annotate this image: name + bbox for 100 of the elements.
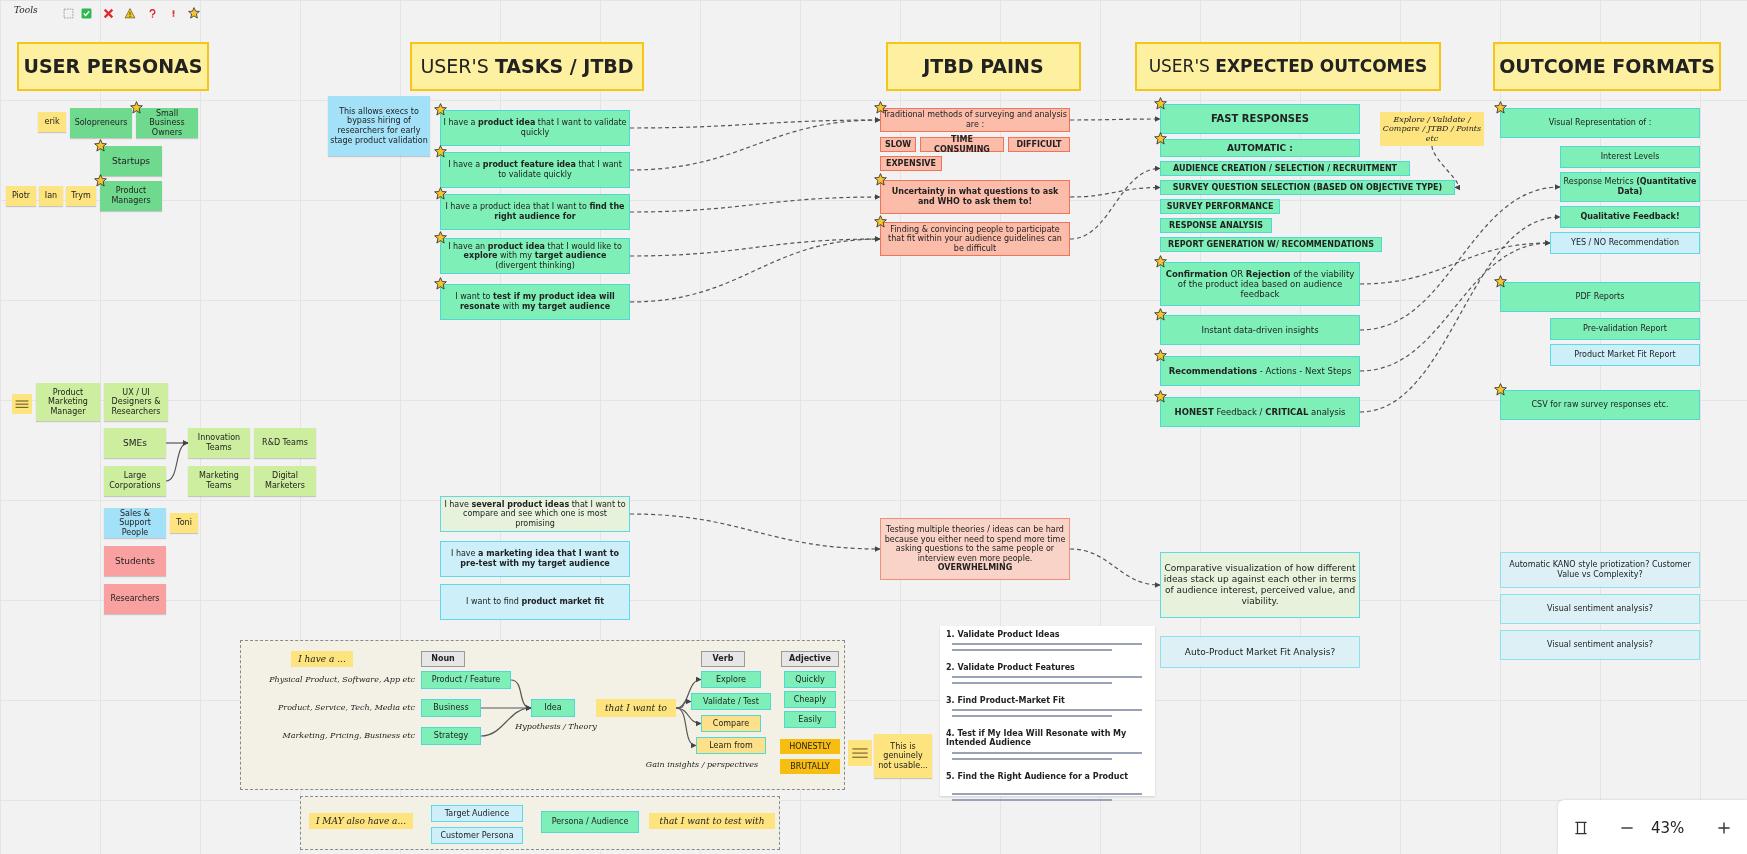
arrow	[1359, 215, 1561, 413]
arrow	[1069, 184, 1161, 198]
zoom-level: 43%	[1651, 819, 1685, 837]
card: Persona / Audience	[541, 811, 639, 833]
card: Product / Feature	[421, 671, 511, 689]
card: I want to test if my product idea will resonate with my target audience	[440, 284, 630, 320]
card: I have a product feature idea that I want to validate quickly	[440, 152, 630, 188]
card: Customer Persona	[431, 827, 523, 844]
card: Confirmation OR Rejection of the viability of the product idea based on audience feedback	[1160, 262, 1360, 306]
tag-chip: TIME CONSUMING	[920, 137, 1004, 152]
card: Traditional methods of surveying and analysis are :	[880, 108, 1070, 132]
document-heading: 4. Test if My Idea Will Resonate with My Intended Audience	[946, 729, 1128, 747]
card: I have an product idea that I would like to explore with my target audience (divergent thinking)	[440, 238, 630, 274]
sticky-note: Piotr	[6, 186, 36, 206]
sticky-note: This is genuinely not usable...	[874, 734, 932, 778]
heading-box: JTBD PAINS	[886, 42, 1081, 91]
card: SURVEY PERFORMANCE	[1160, 199, 1280, 214]
card: Learn from	[696, 737, 766, 754]
card: Quickly	[784, 671, 836, 688]
card: Response Metrics (Quantitative Data)	[1560, 172, 1700, 202]
sticky-note: Product Managers	[100, 181, 162, 211]
handwritten-note: I have a ...	[291, 651, 353, 667]
card: Compare	[701, 715, 761, 732]
card: Explore	[701, 671, 761, 688]
heading-box: USER'S EXPECTED OUTCOMES	[1135, 42, 1441, 91]
annotation-text: Gain insights / perspectives	[637, 759, 767, 771]
tag-chip: EXPENSIVE	[880, 156, 942, 171]
tag-chip: HONESTLY	[780, 739, 840, 754]
card: Uncertainty in what questions to ask and WHO to ask them to!	[880, 180, 1070, 214]
sticky-note: This allows execs to bypass hiring of researchers for early stage product validation	[328, 96, 430, 156]
arrow	[165, 441, 189, 482]
card: Validate / Test	[691, 693, 771, 710]
arrow	[675, 698, 692, 709]
arrow	[1069, 166, 1161, 240]
column-header: Adjective	[781, 651, 839, 667]
card: RESPONSE ANALYSIS	[1160, 218, 1272, 233]
tag-chip: SLOW	[880, 137, 916, 152]
handwritten-note: that I want to test with	[649, 813, 775, 829]
handwritten-note: I MAY also have a...	[309, 813, 413, 829]
card: I have several product ideas that I want to compare and see which one is most promising	[440, 496, 630, 532]
handwritten-note: Explore / Validate / Compare / JTBD / Points etc	[1380, 112, 1484, 146]
sticky-note: Small Business Owners	[136, 108, 198, 138]
sticky-note: Toni	[170, 513, 198, 533]
sticky-note: UX / UI Designers & Researchers	[104, 383, 168, 421]
card: I want to find product market fit	[440, 584, 630, 620]
card: Pre-validation Report	[1550, 318, 1700, 340]
sticky-note: Product Marketing Manager	[36, 383, 100, 421]
column-header: Verb	[701, 651, 745, 667]
card: Interest Levels	[1560, 146, 1700, 168]
arrow	[629, 513, 881, 552]
document-heading: 3. Find Product-Market Fit	[946, 696, 1066, 705]
frame	[300, 796, 780, 850]
sticky-note: Ian	[39, 186, 63, 206]
annotation-text: Marketing, Pricing, Business etc	[245, 730, 417, 742]
card: YES / NO Recommendation	[1550, 232, 1700, 254]
heading-box: USER PERSONAS	[17, 42, 209, 91]
card: Idea	[531, 699, 575, 717]
card: Target Audience	[431, 805, 523, 822]
arrow	[1359, 184, 1561, 331]
card: AUTOMATIC :	[1160, 139, 1360, 157]
arrow	[1359, 240, 1551, 372]
sticky-note: Marketing Teams	[188, 466, 250, 496]
sticky-note: Sales & Support People	[104, 508, 166, 538]
card: SURVEY QUESTION SELECTION (BASED ON OBJECTIVE TYPE)	[1160, 180, 1455, 195]
sticky-note: Innovation Teams	[188, 428, 250, 458]
document-heading: 2. Validate Product Features	[946, 663, 1076, 672]
sticky-note: erik	[38, 112, 66, 132]
annotation-text: Hypothesis / Theory	[511, 721, 601, 733]
card: AUDIENCE CREATION / SELECTION / RECRUITMENT	[1160, 161, 1410, 176]
card: CSV for raw survey responses etc.	[1500, 390, 1700, 420]
card: Testing multiple theories / ideas can be hard because you either need to spend more time asking questions to the same people or interview even more people. OVERWHELMING	[880, 518, 1070, 580]
heading-box: USER'S TASKS / JTBD	[410, 42, 644, 91]
card: Auto-Product Market Fit Analysis?	[1160, 636, 1360, 668]
arrow	[629, 194, 881, 213]
card: Product Market Fit Report	[1550, 344, 1700, 366]
card: Comparative visualization of how different ideas stack up against each other in terms of audience interest, perceived value, and viability.	[1160, 552, 1360, 618]
tag-chip: BRUTALLY	[780, 759, 840, 774]
sticky-note: Digital Marketers	[254, 466, 316, 496]
annotation-text: Physical Product, Software, App etc	[245, 674, 417, 686]
card: Qualitative Feedback!	[1560, 206, 1700, 228]
arrow	[480, 705, 532, 737]
arrow	[1069, 116, 1161, 122]
heading-box: OUTCOME FORMATS	[1493, 42, 1721, 91]
arrow	[629, 117, 881, 171]
sticky-note: Researchers	[104, 584, 166, 614]
column-header: Noun	[421, 651, 465, 667]
document-heading: 1. Validate Product Ideas	[946, 630, 1061, 639]
arrow	[1069, 548, 1161, 588]
card: Instant data-driven insights	[1160, 315, 1360, 345]
handwritten-note: that I want to	[596, 699, 676, 717]
sticky-note: Solopreneurs	[70, 108, 132, 138]
card: Easily	[784, 711, 836, 728]
card: I have a product idea that I want to validate quickly	[440, 110, 630, 146]
card: Cheaply	[784, 691, 836, 708]
card: Recommendations - Actions - Next Steps	[1160, 356, 1360, 386]
card: Visual Representation of :	[1500, 108, 1700, 138]
card: FAST RESPONSES	[1160, 104, 1360, 134]
card: Business	[421, 699, 481, 717]
card: I have a product idea that I want to find the right audience for	[440, 194, 630, 230]
arrow	[675, 707, 697, 748]
